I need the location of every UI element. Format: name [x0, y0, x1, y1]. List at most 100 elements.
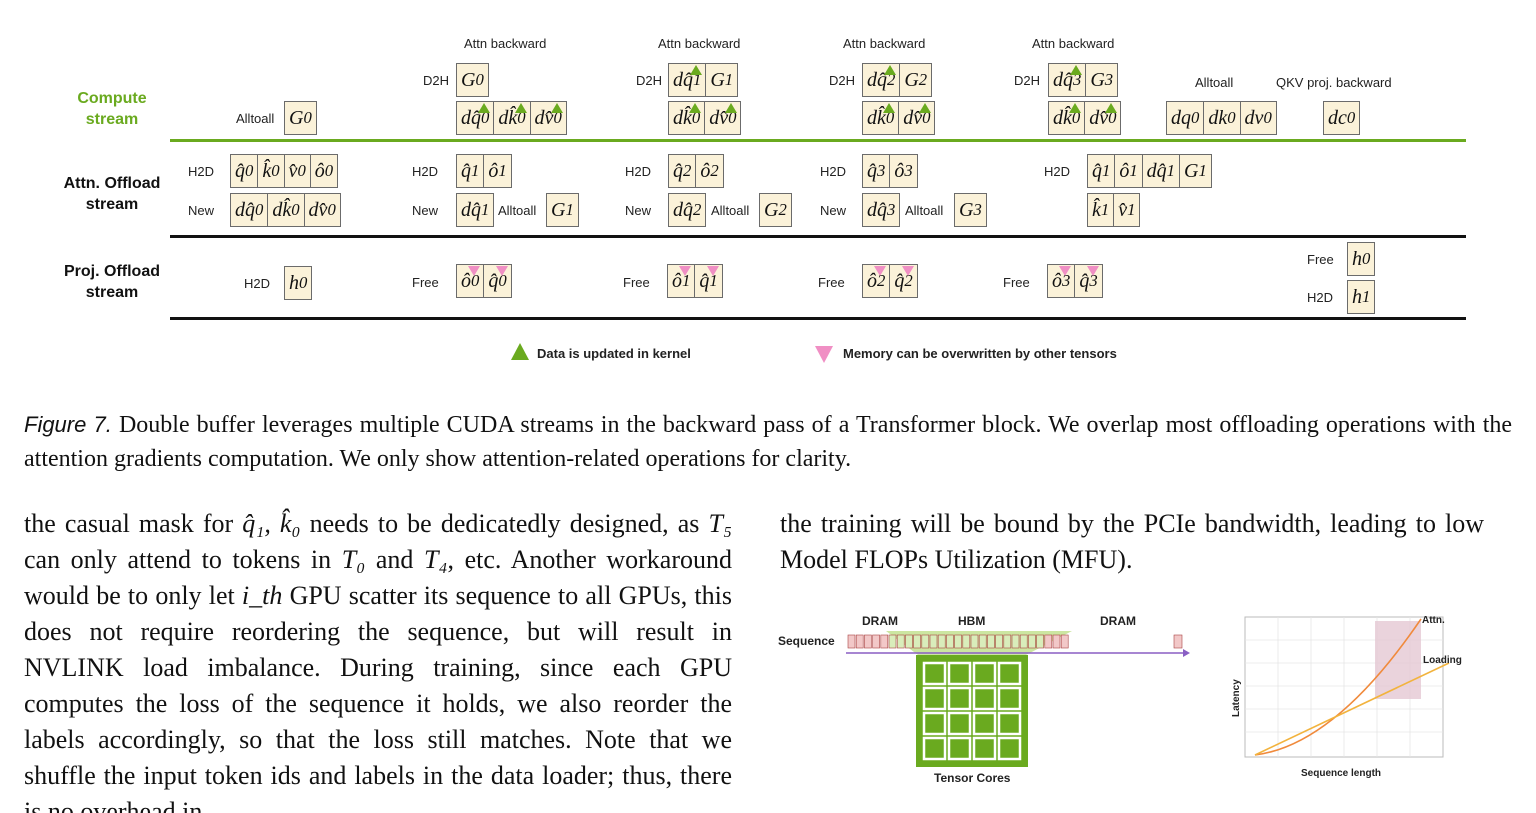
loading-series-label: Loading [1423, 655, 1462, 666]
dram-right-label: DRAM [1100, 614, 1136, 628]
h2d-label: H2D [244, 276, 270, 291]
overwrite-triangle-icon [1059, 266, 1071, 276]
tensor-box: dq̂0 [456, 101, 494, 135]
d2h-label: D2H [1014, 73, 1040, 88]
dram-left-label: DRAM [862, 614, 898, 628]
legend-pink-triangle-icon [815, 346, 833, 363]
tensor-box: dv̂0 [705, 101, 741, 135]
attn-new-group-1: dq̂0 dk̂0 dv̂0 [230, 193, 341, 227]
sequence-cell [848, 635, 855, 648]
tensor-box: dk̂0 [862, 101, 899, 135]
tensor-core-cell [924, 688, 945, 709]
sequence-cell [955, 635, 962, 648]
sequence-cell [938, 635, 945, 648]
tensor-core-cell [924, 738, 945, 759]
math-span: T₅ [709, 509, 733, 538]
h2d-label: H2D [188, 164, 214, 179]
tensor-box: v̂0 [285, 154, 311, 188]
sequence-cell [963, 635, 970, 648]
text-span: needs to be dedicatedly designed, as [301, 509, 709, 538]
d2h-label: D2H [636, 73, 662, 88]
tensor-box: q̂1 [695, 264, 722, 298]
alltoall-label: Alltoall [498, 203, 536, 218]
figure-caption: Figure 7. Double buffer leverages multip… [24, 408, 1512, 476]
compute-grad-group-1: dq̂0 dk̂0 dv̂0 [456, 101, 567, 135]
tensor-box: ô1 [1115, 154, 1142, 188]
tensor-box: dq̂2 [668, 193, 706, 227]
free-label: Free [1307, 252, 1334, 267]
tensor-core-cell [949, 713, 970, 734]
latency-plot: Attn. Loading Latency Sequence length [1225, 605, 1525, 795]
tensor-box: dk̂0 [268, 193, 304, 227]
tensor-box: h0 [1347, 242, 1375, 276]
new-label: New [188, 203, 214, 218]
caption-label: Figure 7. [24, 412, 112, 437]
tensor-box: q̂2 [668, 154, 696, 188]
updated-triangle-icon [1069, 103, 1081, 113]
tensor-core-cell [999, 713, 1020, 734]
compute-grad-group-3: dk̂0 dv̂0 [862, 101, 935, 135]
text-span: the casual mask for [24, 509, 242, 538]
attn-new-group-4: dq̂3 [862, 193, 900, 227]
h2d-label: H2D [1307, 290, 1333, 305]
d2h-group-2: dq̂1 G1 [668, 63, 738, 97]
sequence-cell [897, 635, 904, 648]
left-column-text: the casual mask for q̂₁, k̂₀ needs to be… [24, 506, 732, 813]
tensor-core-cell [974, 738, 995, 759]
sequence-cell [873, 635, 880, 648]
alltoall-label: Alltoall [905, 203, 943, 218]
tensor-box: dv̂0 [531, 101, 567, 135]
sequence-cell [905, 635, 912, 648]
sequence-cell [856, 635, 863, 648]
tensor-box: k̂1 [1087, 193, 1114, 227]
sequence-cell [1004, 635, 1011, 648]
tensor-core-cell [949, 688, 970, 709]
attn-new-group-2: dq̂1 [456, 193, 494, 227]
sequence-cell [1061, 635, 1068, 648]
proj-free-group-4: ô3 q̂3 [1047, 264, 1103, 298]
sequence-cell [922, 635, 929, 648]
sequence-cell [946, 635, 953, 648]
tensor-box: dk̂0 [668, 101, 705, 135]
tensor-box: q̂0 [484, 264, 511, 298]
tensor-core-cell [999, 663, 1020, 684]
tensor-box: dv̂0 [305, 193, 341, 227]
tensor-box: dv̂0 [899, 101, 935, 135]
text-span: GPU scatter its sequence to all GPUs, th… [24, 581, 732, 813]
attn-new-group-3: dq̂2 [668, 193, 706, 227]
tensor-cores-label: Tensor Cores [934, 771, 1011, 785]
tensor-box: dq̂3 [862, 193, 900, 227]
attn-backward-label-1: Attn backward [464, 36, 546, 51]
updated-triangle-icon [884, 65, 896, 75]
sequence-cell [971, 635, 978, 648]
memory-diagram: DRAM HBM DRAM Sequence Tensor Cores [778, 605, 1198, 795]
sequence-label: Sequence [778, 634, 835, 648]
free-label: Free [623, 275, 650, 290]
sequence-cell [1028, 635, 1035, 648]
updated-triangle-icon [689, 103, 701, 113]
h2d-label: H2D [1044, 164, 1070, 179]
math-span: T₀ [342, 545, 366, 574]
sequence-cell [1045, 635, 1052, 648]
tensor-box: dk̂0 [1048, 101, 1085, 135]
